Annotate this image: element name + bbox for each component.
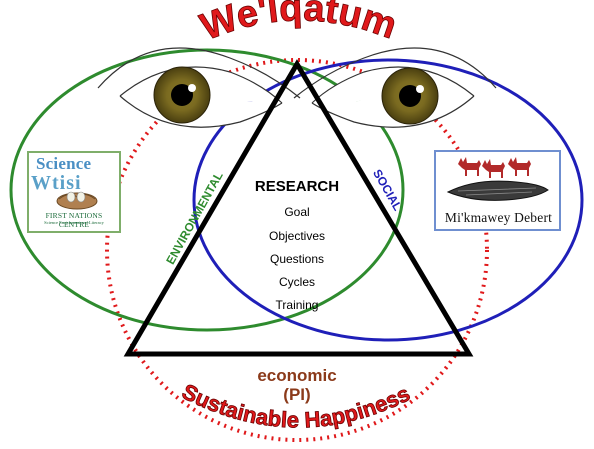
spearpoint-icon	[446, 180, 549, 201]
research-heading: RESEARCH	[255, 178, 339, 195]
logo-left-line1: Science	[36, 154, 92, 173]
nest-icon	[56, 191, 98, 210]
left-eye-icon	[97, 47, 301, 128]
logo-left-tagline: Science Enrichment and Literacy	[44, 220, 104, 225]
caribou-icon	[458, 157, 531, 178]
social-label: SOCIAL	[370, 167, 405, 213]
sustainability-dotted-circle	[105, 58, 489, 442]
title: We'lqatum	[195, 0, 402, 49]
title-text: We'lqatum	[195, 0, 403, 49]
mikmawey-debert-logo: Mi'kmawey Debert	[434, 150, 561, 231]
logo-left-line2: Wtisi	[31, 172, 82, 194]
environmental-ellipse	[9, 48, 405, 332]
economic-abbrev-label: (PI)	[283, 385, 310, 404]
research-triangle	[123, 59, 474, 357]
logo-left-centre: FIRST NATIONS CENTRE	[45, 211, 103, 229]
economic-label: economic	[257, 366, 336, 385]
right-eye-icon	[293, 47, 497, 128]
research-item-objectives: Objectives	[269, 229, 325, 243]
science-wtisi-logo: Science Wtisi FIRST NATIONS CENTRE Scien…	[27, 151, 121, 233]
research-item-goal: Goal	[284, 205, 309, 219]
research-item-questions: Questions	[270, 252, 324, 266]
social-ellipse	[192, 58, 584, 342]
logo-right-caption: Mi'kmawey Debert	[444, 210, 553, 225]
research-item-training: Training	[276, 298, 319, 312]
research-item-cycles: Cycles	[279, 275, 315, 289]
caribou-spearpoint-icon	[446, 157, 549, 201]
